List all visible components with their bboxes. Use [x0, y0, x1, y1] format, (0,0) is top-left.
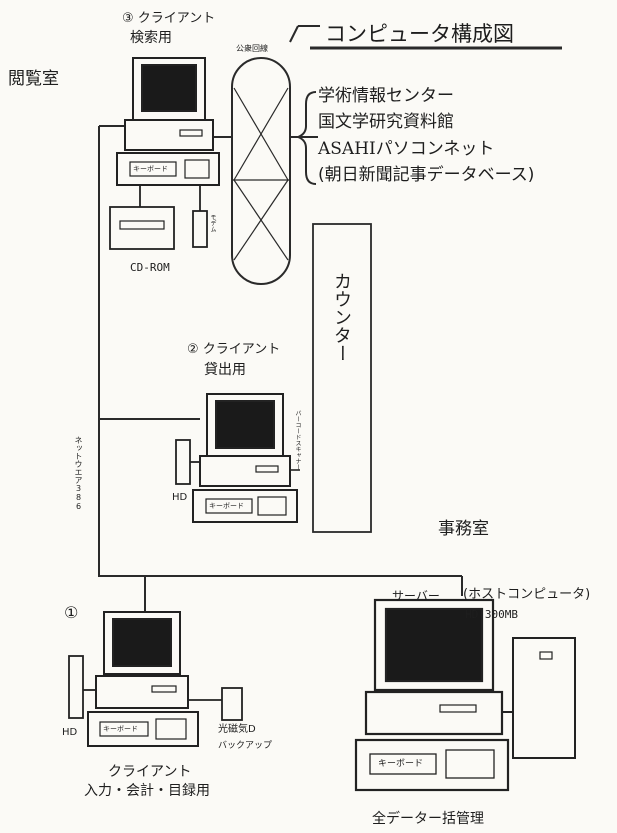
service-asahi: ASAHIパソコンネット	[318, 139, 495, 159]
server-screen	[384, 607, 484, 683]
title-leader	[289, 25, 299, 43]
public-line-label: 公衆回線	[236, 44, 268, 53]
client3-purpose: 検索用	[130, 30, 172, 46]
server-hd-label: HD-300MB	[465, 608, 518, 621]
client2-body	[199, 455, 291, 487]
client1-title: クライアント	[108, 764, 192, 780]
modem-label: モデム	[209, 214, 216, 232]
server-caption: 全データー括管理	[372, 811, 484, 827]
cdrom-label: CD-ROM	[130, 261, 170, 274]
client2-label: ② クライアント	[187, 342, 281, 357]
client3-body	[124, 119, 214, 151]
client1-keyboard-label: キーボード	[103, 725, 138, 733]
counter-label: カウンター	[331, 272, 352, 362]
counter	[312, 223, 372, 533]
client2-hd-device	[175, 439, 200, 485]
client1-number: ①	[64, 603, 79, 622]
client2-screen	[215, 400, 275, 449]
server-label: サーバー	[392, 589, 440, 603]
client3-screen	[141, 64, 197, 112]
server-computer	[354, 598, 510, 792]
network-label: ネットウエア386	[74, 436, 83, 511]
client2-purpose: 貸出用	[204, 362, 246, 378]
client1-hd-device	[68, 655, 96, 719]
client3-keyboard-label: キーボード	[133, 165, 168, 173]
server-hd-tower	[502, 637, 576, 759]
client2-keyboard	[192, 489, 298, 523]
room-label-office: 事務室	[438, 519, 489, 539]
client3-keyboard	[116, 152, 220, 186]
server-keyboard-label: キーボード	[378, 759, 424, 769]
client3-label: ③ クライアント	[122, 11, 216, 26]
mo-disk-label: 光磁気D	[218, 724, 256, 735]
barcode-scanner-label: バーコードスキャナー	[294, 410, 301, 470]
diagram-title: コンピュータ構成図	[325, 22, 514, 46]
client3-computer	[116, 57, 220, 186]
client1-keyboard	[87, 711, 199, 747]
public-line-capsule	[231, 57, 291, 285]
client2-keyboard-label: キーボード	[209, 502, 244, 510]
client2-hd-label: HD	[172, 492, 188, 503]
modem-device	[192, 186, 208, 248]
services-brace	[295, 91, 317, 185]
service-asahi-db: (朝日新聞記事データベース)	[318, 165, 535, 185]
host-computer-label: (ホストコンピュータ)	[463, 587, 591, 602]
service-gakujutsu: 学術情報センター	[318, 86, 454, 106]
server-body	[364, 690, 504, 736]
client1-screen	[112, 618, 172, 667]
server-keyboard	[354, 738, 510, 792]
client1-computer	[87, 611, 199, 747]
service-kokubungaku: 国文学研究資料館	[318, 112, 454, 132]
cdrom-drive	[109, 186, 175, 250]
client1-hd-label: HD	[62, 727, 78, 738]
room-label-reading: 閲覧室	[8, 69, 59, 89]
client1-purpose: 入力・会計・目録用	[84, 783, 210, 799]
mo-disk-device	[188, 687, 243, 721]
client2-computer	[192, 393, 298, 523]
backup-label: バックアップ	[218, 741, 273, 751]
